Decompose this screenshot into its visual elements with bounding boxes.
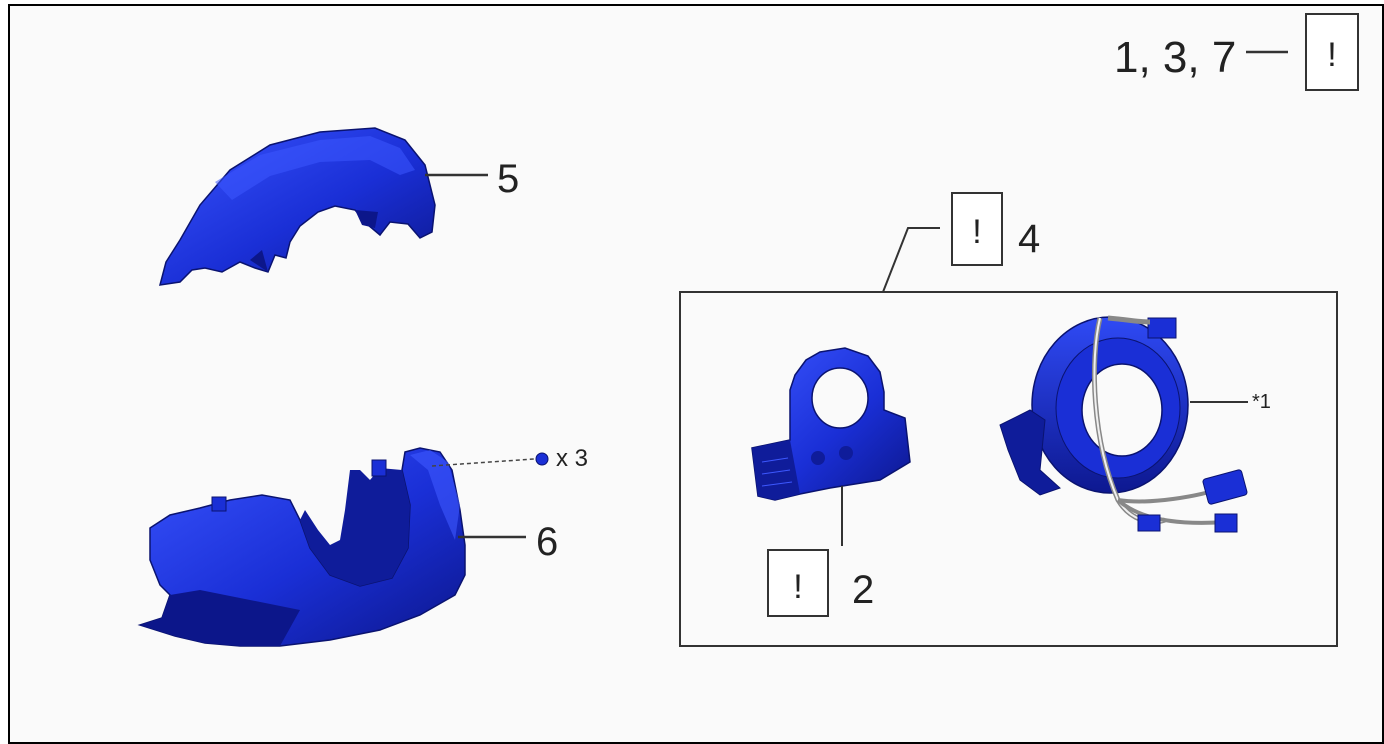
part-4-caution-mark: !	[972, 213, 981, 251]
part-6-number: 6	[536, 520, 558, 564]
assembly-box	[679, 291, 1338, 647]
header-caution-mark: !	[1327, 36, 1336, 74]
upper-column-cover: 5	[158, 127, 519, 286]
spiral-cable: *1	[999, 315, 1271, 533]
screw: x 3	[431, 445, 588, 472]
part-2-caution-box	[767, 549, 829, 617]
part-4-caution-box	[951, 192, 1003, 266]
callout-1-label: *1	[1252, 391, 1271, 413]
part-4-leader	[882, 227, 940, 293]
header-callout: 1, 3, 7 !	[1114, 13, 1359, 91]
part-4-number: 4	[1018, 217, 1040, 261]
screw-icon	[535, 452, 549, 466]
screw-dashed-leader	[431, 458, 535, 467]
part-5-number: 5	[497, 157, 519, 201]
screw-quantity: x 3	[556, 445, 588, 472]
assembly-callout: ! 4	[882, 192, 1040, 293]
lower-column-cover: 6	[137, 447, 558, 647]
header-caution-box	[1305, 13, 1359, 91]
steering-sensor: ! 2	[751, 347, 911, 617]
part-2-caution-mark: !	[793, 568, 802, 606]
part-2-number: 2	[852, 568, 874, 612]
header-callout-numbers: 1, 3, 7	[1114, 33, 1236, 82]
